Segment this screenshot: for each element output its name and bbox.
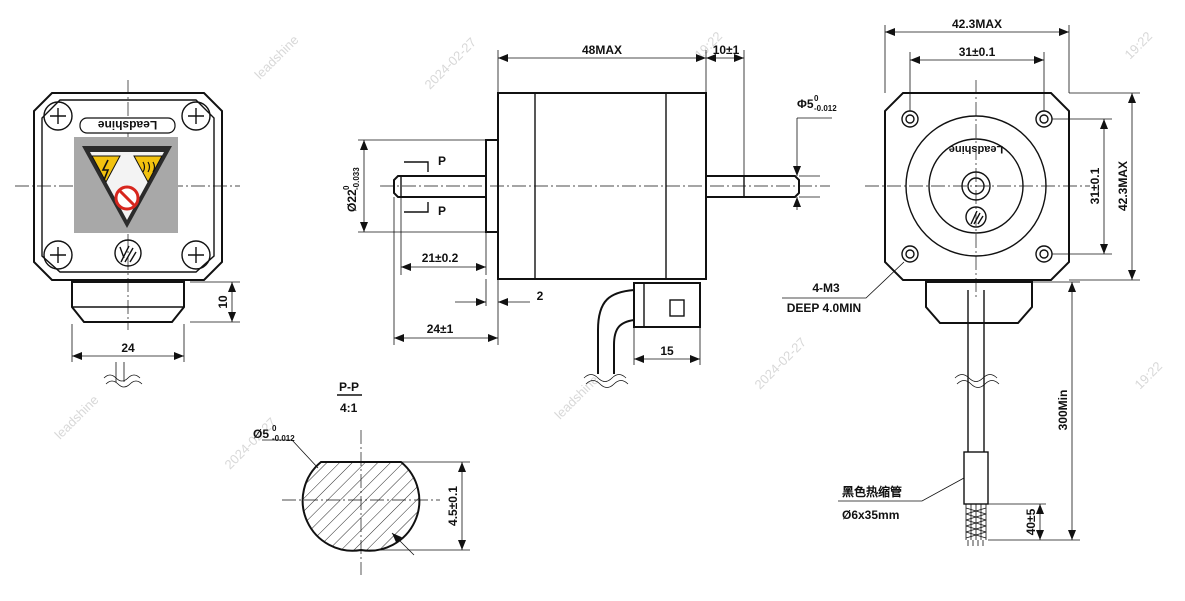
side-connector [633,282,701,328]
dim-width-max: 42.3MAX [952,17,1002,31]
section-scale: 4:1 [340,401,358,415]
watermark-layer: leadshine 2024-02-27 19:22 leadshine 202… [52,29,1166,473]
watermark-text: leadshine [552,372,602,422]
dim-flat-height: 4.5±0.1 [446,486,460,526]
mount-hole [901,110,919,128]
front-shaft [393,175,486,198]
ground-symbol-icon [114,239,142,267]
screw-icon [43,101,73,131]
dim-shaft-dia-upper: 0 [814,94,819,103]
dim-hole-pitch-h: 31±0.1 [959,45,996,59]
section-title: P-P [339,380,359,394]
cable [597,289,635,374]
dim-connector-height: 10 [216,295,230,309]
front-view: Leadshine 10 24 [15,80,240,388]
dim-shaft-dia-lower: -0.012 [814,104,837,113]
watermark-text: 2024-02-27 [752,334,810,392]
ground-symbol-icon [965,206,987,228]
dim-connector-width: 24 [121,341,135,355]
dim-connector-width-side: 15 [660,344,674,358]
screw-icon [181,101,211,131]
section-dia-lower: -0.012 [272,434,295,443]
dim-boss-dia-lower: -0.033 [352,167,361,190]
mount-hole [1035,110,1053,128]
screw-icon [43,240,73,270]
rear-body-outline [884,92,1070,281]
dim-rear-shaft-length: 10±1 [713,43,740,57]
watermark-text: 2024-02-27 [422,34,480,92]
mount-hole [1035,245,1053,263]
pilot-boss [485,139,499,233]
watermark-text: 19:22 [1122,29,1156,63]
dim-boss-height: 2 [537,289,544,303]
rear-shaft [706,175,800,198]
watermark-text: 19:22 [1132,359,1166,393]
lead-wires [965,504,987,546]
section-dia-upper: 0 [272,424,277,433]
watermark-text: 2024-02-27 [222,414,280,472]
hole-spec: 4-M3 [812,281,840,295]
rear-brand-label: Leadshine [949,143,1003,155]
warning-label [74,137,178,233]
watermark-text: leadshine [252,32,302,82]
shaft-section [301,461,421,552]
dim-front-shaft-length: 24±1 [427,322,454,336]
section-mark-top: P [438,154,446,168]
dim-shaft-dia: Φ5 [797,97,814,111]
watermark-text: leadshine [52,392,102,442]
dim-strip-length: 40±5 [1024,508,1038,535]
heat-shrink-sleeve [963,451,989,505]
rear-view: Leadshine 42.3MAX [782,17,1140,546]
dim-boss-dia: Ø22 [345,189,359,212]
section-mark-bottom: P [438,204,446,218]
electric-warning-icon [91,155,121,184]
dim-boss-dia-upper: 0 [342,185,351,190]
dim-hole-pitch-v: 31±0.1 [1088,167,1102,204]
dim-lead-length: 300Min [1056,390,1070,431]
side-view: P P 48MAX 10±1 Φ5 0 -0.012 Ø22 0 -0.03 [342,43,837,388]
sleeve-size: Ø6x35mm [842,508,899,522]
section-view: P-P 4:1 Ø5 0 -0.012 4.5±0.1 [253,380,470,575]
dim-flat-length: 21±0.2 [422,251,459,265]
brand-label: Leadshine [98,118,158,132]
screw-icon [181,240,211,270]
dim-height-max: 42.3MAX [1116,161,1130,211]
dim-body-length: 48MAX [582,43,622,57]
section-dia: Ø5 [253,427,269,441]
hole-depth: DEEP 4.0MIN [787,301,861,315]
front-body-outline [33,92,223,281]
rear-connector [925,281,1033,324]
mount-hole [901,245,919,263]
hot-surface-icon [133,155,163,184]
sleeve-label: 黑色热缩管 [842,484,902,499]
